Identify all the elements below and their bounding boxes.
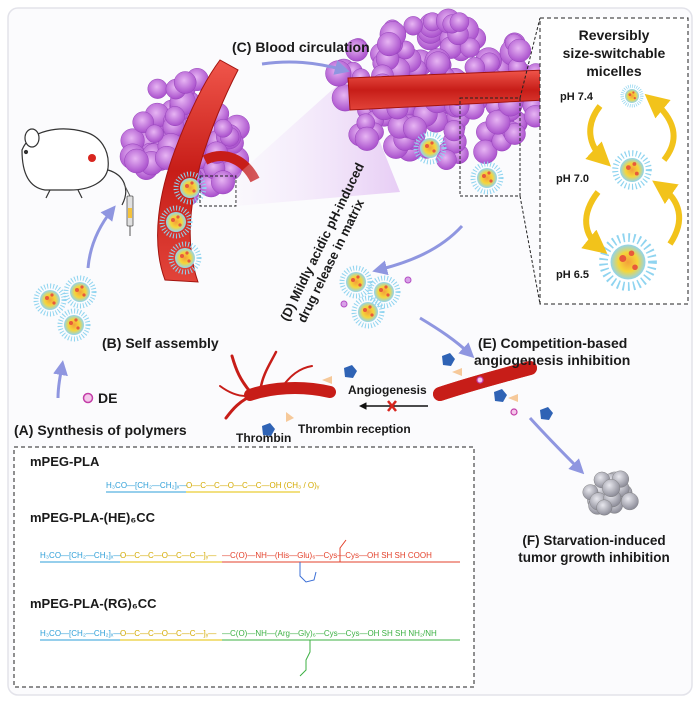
svg-text:—C(O)—NH—(Arg—Gly)₆—Cys—Cys—OH: —C(O)—NH—(Arg—Gly)₆—Cys—Cys—OH SH SH NH₂…	[222, 629, 437, 638]
vessel-competitor-fill	[433, 361, 537, 401]
polymer-structure-3: H₃CO—[CH₂—CH₂]ₓ— O—C—C—O—C—C—]ᵧ— —C(O)—N…	[40, 629, 460, 677]
mouse-icon	[21, 128, 127, 206]
starved-tumor-cell	[596, 499, 613, 516]
arrow-e	[419, 316, 475, 359]
polymer-name-3: mPEG-PLA-(RG)₆CC	[30, 596, 157, 611]
arrow-b	[86, 205, 116, 269]
svg-text:O—C—C—O—C—C—]ᵧ—: O—C—C—O—C—C—]ᵧ—	[120, 629, 216, 638]
drug-dot	[404, 276, 412, 284]
tumor-cell	[145, 124, 164, 143]
tumor-cell	[354, 126, 379, 151]
de-drug-icon	[82, 392, 94, 404]
tumor-cell	[325, 60, 352, 87]
thrombin-reception-label: Thrombin reception	[298, 422, 411, 436]
tumor-cell	[459, 37, 480, 58]
step-e-label-1: (E) Competition-based	[478, 335, 627, 351]
arrow-f	[528, 416, 585, 475]
ph-7-0-label: pH 7.0	[556, 173, 589, 185]
polymer-name-2: mPEG-PLA-(HE)₆CC	[30, 510, 156, 525]
svg-text:O—C—C—O—C—C—OH (CH₃ / O)ᵧ: O—C—C—O—C—C—OH (CH₃ / O)ᵧ	[186, 481, 320, 490]
tumor-cell	[165, 106, 185, 127]
polymer-structure-2: H₃CO—[CH₂—CH₂]ₓ— O—C—C—O—C—C—]ᵧ— —C(O)—N…	[40, 539, 460, 583]
polymer-name-1: mPEG-PLA	[30, 454, 100, 469]
ph-7-4-label: pH 7.4	[560, 91, 594, 103]
thrombin-icon	[262, 353, 553, 436]
micelle-panel-title-1: Reversibly	[579, 27, 650, 43]
step-a-label: (A) Synthesis of polymers	[14, 422, 187, 438]
tumor-cell	[443, 120, 465, 142]
tumor-cell	[377, 32, 402, 57]
polymer-structure-1: H₃CO⁠—[CH₂—CH₂]ₓ— O—C—C—O—C—C—OH (CH₃ / …	[106, 481, 320, 493]
tumor-cell	[402, 116, 427, 141]
inhibit-x-icon	[387, 400, 397, 412]
zoom-line	[519, 195, 541, 305]
tumor-cell	[485, 109, 511, 135]
step-c-label: (C) Blood circulation	[232, 39, 370, 55]
starved-tumor-cell	[621, 492, 639, 511]
svg-text:—C(O)—NH—(His—Glu)₆—Cys—Cys—OH: —C(O)—NH—(His—Glu)₆—Cys—Cys—OH SH SH COO…	[222, 551, 432, 560]
svg-text:H₃CO⁠—[CH₂—CH₂]ₓ—: H₃CO⁠—[CH₂—CH₂]ₓ—	[106, 481, 187, 490]
tumor-cell	[124, 148, 149, 174]
arrow-a	[53, 360, 68, 399]
svg-text:H₃CO—[CH₂—CH₂]ₓ—: H₃CO—[CH₂—CH₂]ₓ—	[40, 629, 121, 638]
arrow-c	[261, 60, 350, 75]
tumor-cell	[403, 16, 423, 36]
svg-text:O—C—C—O—C—C—]ᵧ—: O—C—C—O—C—C—]ᵧ—	[120, 551, 216, 560]
thrombin-label: Thrombin	[236, 431, 291, 445]
tumor-cell	[507, 38, 532, 63]
tumor-cell	[449, 12, 470, 32]
tumor-cell	[213, 119, 233, 138]
switch-arrows	[581, 93, 682, 255]
tumor-cell	[173, 71, 197, 94]
angiogenesis-label: Angiogenesis	[348, 383, 427, 397]
step-e-label-2: angiogenesis inhibition	[474, 352, 630, 368]
tumor-cell	[436, 149, 457, 170]
zoom-box-right	[459, 97, 521, 197]
polymer-structures-box	[13, 446, 475, 688]
de-label: DE	[98, 390, 117, 406]
histidine-ring	[299, 562, 317, 583]
tumor-cell	[426, 51, 451, 76]
zoom-line	[519, 17, 541, 99]
arrow-d	[372, 224, 464, 276]
tumor-cell-cluster	[582, 470, 639, 516]
receptor-icon	[286, 368, 518, 422]
tumor-cell	[211, 170, 235, 195]
step-f-label-1: (F) Starvation-induced	[522, 533, 665, 548]
arginine-side-chain	[299, 640, 311, 677]
drug-dot	[510, 408, 518, 416]
step-b-label: (B) Self assembly	[102, 335, 219, 351]
drug-dot	[340, 300, 348, 308]
tumor-cell	[147, 78, 168, 99]
starved-tumor-cell	[602, 479, 621, 498]
tumor-cell	[345, 38, 369, 62]
vessel-branch-left	[219, 350, 336, 420]
syringe-icon	[123, 183, 134, 236]
micelle-panel-title-3: micelles	[586, 63, 641, 79]
svg-text:H₃CO—[CH₂—CH₂]ₓ—: H₃CO—[CH₂—CH₂]ₓ—	[40, 551, 121, 560]
step-f-label-2: tumor growth inhibition	[518, 550, 669, 565]
ph-6-5-label: pH 6.5	[556, 269, 589, 281]
micelle-panel-title-2: size-switchable	[563, 45, 666, 61]
drug-dot	[476, 376, 484, 384]
